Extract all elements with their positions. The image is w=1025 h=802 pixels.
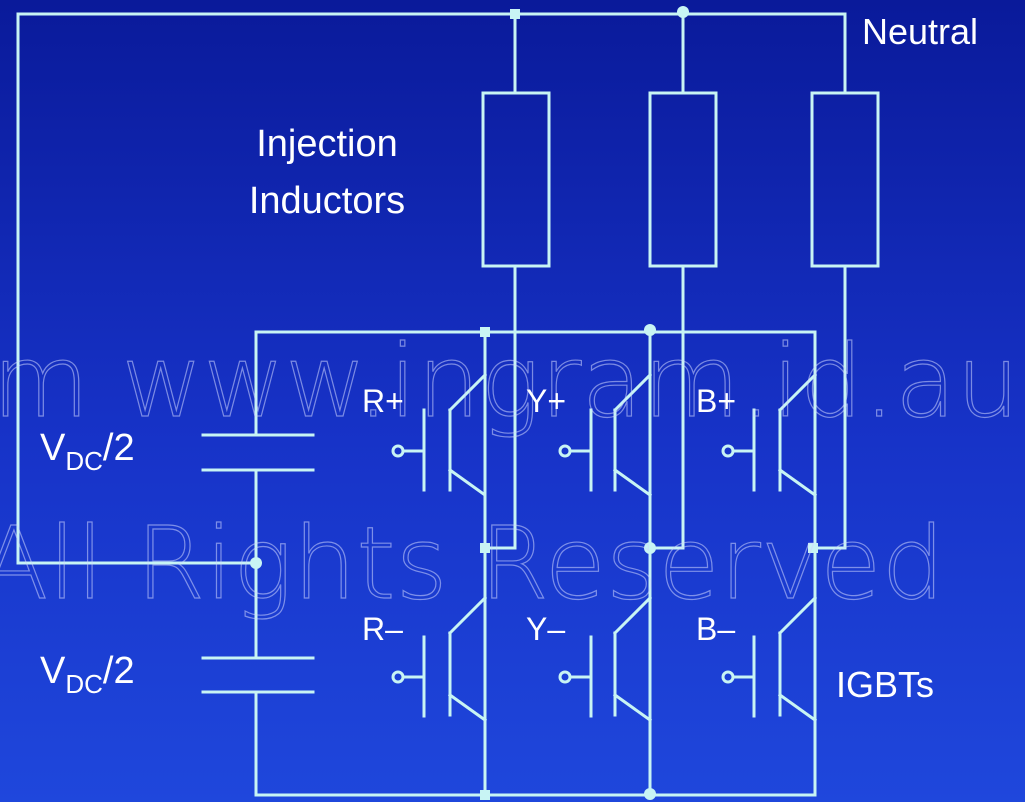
svg-text:VDC/2: VDC/2 [40, 650, 135, 699]
vdc-top-sub: DC [65, 446, 103, 476]
injection-label-line2: Inductors [249, 180, 405, 222]
svg-text:VDC/2: VDC/2 [40, 427, 135, 476]
switch-label-y-minus: Y– [526, 611, 565, 647]
switch-label-r-minus: R– [362, 611, 403, 647]
vdc-label-bottom: VDC/2 [40, 650, 135, 699]
igbt-b-plus [721, 372, 818, 498]
junction-dots [250, 6, 818, 800]
igbt-r-plus [391, 372, 488, 502]
inductor-b-bottom-lead [811, 264, 847, 550]
inductor-y-bottom-lead [648, 264, 685, 550]
igbts-label: IGBTs [836, 664, 934, 705]
switch-label-b-minus: B– [696, 611, 735, 647]
inductor-y [648, 91, 718, 268]
neutral-label: Neutral [862, 11, 978, 52]
igbt-r-minus [391, 595, 488, 723]
inductor-b [810, 91, 880, 268]
igbt-y-plus [558, 372, 653, 498]
igbt-b-minus [721, 595, 818, 723]
injection-inductors [481, 12, 880, 550]
vdc-bottom-tail: /2 [103, 650, 135, 692]
inductor-r [481, 91, 551, 268]
vdc-top-main: V [40, 427, 66, 469]
switch-label-b-plus: B+ [696, 383, 736, 419]
vdc-label-top: VDC/2 [40, 427, 135, 476]
vdc-bottom-main: V [40, 650, 66, 692]
inductor-r-bottom-lead [483, 264, 517, 550]
switch-label-r-plus: R+ [362, 383, 404, 419]
vdc-bottom-sub: DC [65, 669, 103, 699]
switch-label-y-plus: Y+ [526, 383, 566, 419]
neutral-return-wire [16, 12, 258, 565]
watermark-line2: All Rights Reserved [0, 505, 945, 622]
watermark-line1: m www.ingram.id.au [0, 323, 1020, 440]
injection-label-line1: Injection [256, 123, 398, 165]
igbt-y-minus [558, 595, 653, 723]
vdc-top-tail: /2 [103, 427, 135, 469]
